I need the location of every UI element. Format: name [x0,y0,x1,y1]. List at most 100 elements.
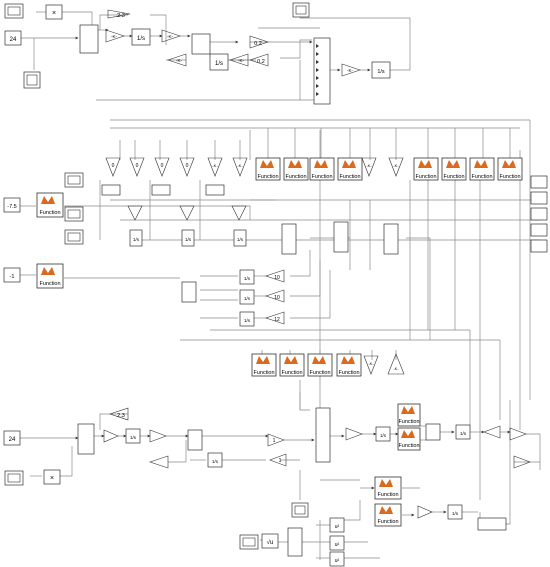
integrator-mid-4[interactable] [239,269,255,285]
function-block-5[interactable]: Function [413,157,439,181]
function-block-9[interactable]: Function [251,353,277,377]
function-block-8[interactable]: Function [497,157,523,181]
product-block-bottom[interactable] [187,429,203,451]
gain-2-3-top[interactable] [107,9,131,19]
gain-2-3-bottom[interactable] [109,407,129,421]
gain-k-top-1[interactable] [105,29,125,43]
function-block-10[interactable]: Function [279,353,305,377]
gain-k-bottom-3[interactable] [149,455,169,469]
function-block-14[interactable]: Function [397,427,421,451]
constant-24-bottom[interactable] [3,430,21,446]
sum-block-top[interactable] [79,24,99,54]
function-block-3[interactable]: Function [309,157,335,181]
mux-bottom[interactable] [315,407,331,463]
gain-one[interactable] [267,433,285,447]
gain-k-bottom-7[interactable] [513,455,531,469]
sum-block-bottom[interactable] [77,423,95,455]
sum-mid-4[interactable] [281,223,297,255]
sqrt-block[interactable] [261,533,279,549]
function-block-13[interactable]: Function [397,403,421,427]
square-block-2[interactable] [329,535,345,551]
scope-right-3[interactable] [530,207,548,221]
scope-mid-1[interactable] [64,172,84,188]
gain-k-bottom-8[interactable] [417,505,433,519]
sum-mid-2[interactable] [151,184,171,196]
integrator-bottom-2[interactable] [207,452,223,468]
gain-k-mid-2[interactable] [179,205,195,221]
gain-0-2-a[interactable] [249,35,269,49]
gain-k-row-1[interactable] [207,157,223,177]
function-block-7[interactable]: Function [469,157,495,181]
integrator-bottom-3[interactable] [375,426,391,442]
function-block-6[interactable]: Function [441,157,467,181]
sum-mid-6[interactable] [383,223,399,255]
gain-12[interactable] [265,311,285,325]
scope-bottom-center[interactable] [291,502,309,518]
gain-k-row-2[interactable] [232,157,248,177]
sum-mid-5[interactable] [333,221,349,253]
scope-top-output[interactable] [23,71,41,89]
gain-bottom-1[interactable] [269,453,287,467]
gain-0-2-b[interactable] [249,53,269,67]
sum-bottom-2[interactable] [425,423,441,441]
gain-k-top-5[interactable] [341,63,361,77]
square-block-1[interactable] [329,517,345,533]
scope-mid-2[interactable] [64,206,84,222]
gain-k-top-4[interactable] [167,53,187,67]
gain-zero-4[interactable] [179,157,195,177]
product-block-top[interactable] [45,4,63,20]
sum-mid-1[interactable] [101,184,121,196]
integrator-mid-3[interactable] [233,229,247,247]
square-block-3[interactable] [329,551,345,567]
integrator-bottom-5[interactable] [447,504,463,520]
integrator-mid-1[interactable] [129,229,143,247]
scope-top-center[interactable] [292,2,310,18]
gain-10-a[interactable] [265,269,285,283]
gain-k-bottom-6[interactable] [509,427,527,441]
scope-top-left[interactable] [4,3,24,19]
gain-k-bottom-2[interactable] [149,429,167,443]
scope-right-2[interactable] [530,191,548,205]
gain-10-b[interactable] [265,289,285,303]
function-block-left-a[interactable]: Function [36,192,64,218]
gain-k-row2-2[interactable] [387,353,405,375]
integrator-top-2[interactable] [209,53,229,71]
sum-bottom-3[interactable] [477,517,507,531]
scope-right-1[interactable] [530,175,548,189]
scope-mid-3[interactable] [64,229,84,245]
sum-mid-7[interactable] [181,281,197,303]
gain-k-row-3[interactable] [361,157,377,177]
gain-k-bottom-5[interactable] [483,425,501,439]
function-block-2[interactable]: Function [283,157,309,181]
integrator-bottom-1[interactable] [125,428,141,444]
sum-bottom-4[interactable] [287,527,303,557]
gain-k-row-4[interactable] [388,157,404,177]
function-block-12[interactable]: Function [336,353,362,377]
scope-right-4[interactable] [530,223,548,237]
constant-24-top[interactable] [4,30,22,46]
scope-bottom-left[interactable] [4,470,24,486]
integrator-mid-5[interactable] [239,289,255,305]
integrator-top-1[interactable] [131,28,151,46]
product-block-bottom-2[interactable] [43,469,61,485]
function-block-1[interactable]: Function [255,157,281,181]
integrator-mid-6[interactable] [239,311,255,327]
gain-zero-3[interactable] [154,157,170,177]
integrator-mid-2[interactable] [181,229,195,247]
scope-bottom-sqrt[interactable] [239,534,259,550]
integrator-bottom-4[interactable] [455,424,471,440]
gain-k-row2-1[interactable] [363,355,379,375]
gain-k-top-3[interactable] [229,53,249,67]
constant-offset-b[interactable] [3,267,21,283]
function-block-16[interactable]: Function [374,503,402,527]
gain-k-bottom-1[interactable] [103,429,119,443]
integrator-double[interactable] [371,61,391,79]
gain-zero-1[interactable] [105,157,121,177]
scope-right-5[interactable] [530,239,548,253]
gain-k-bottom-4[interactable] [345,427,363,441]
function-block-11[interactable]: Function [307,353,333,377]
gain-k-mid-1[interactable] [127,205,143,221]
function-block-left-b[interactable]: Function [36,263,64,289]
function-block-4[interactable]: Function [337,157,363,181]
